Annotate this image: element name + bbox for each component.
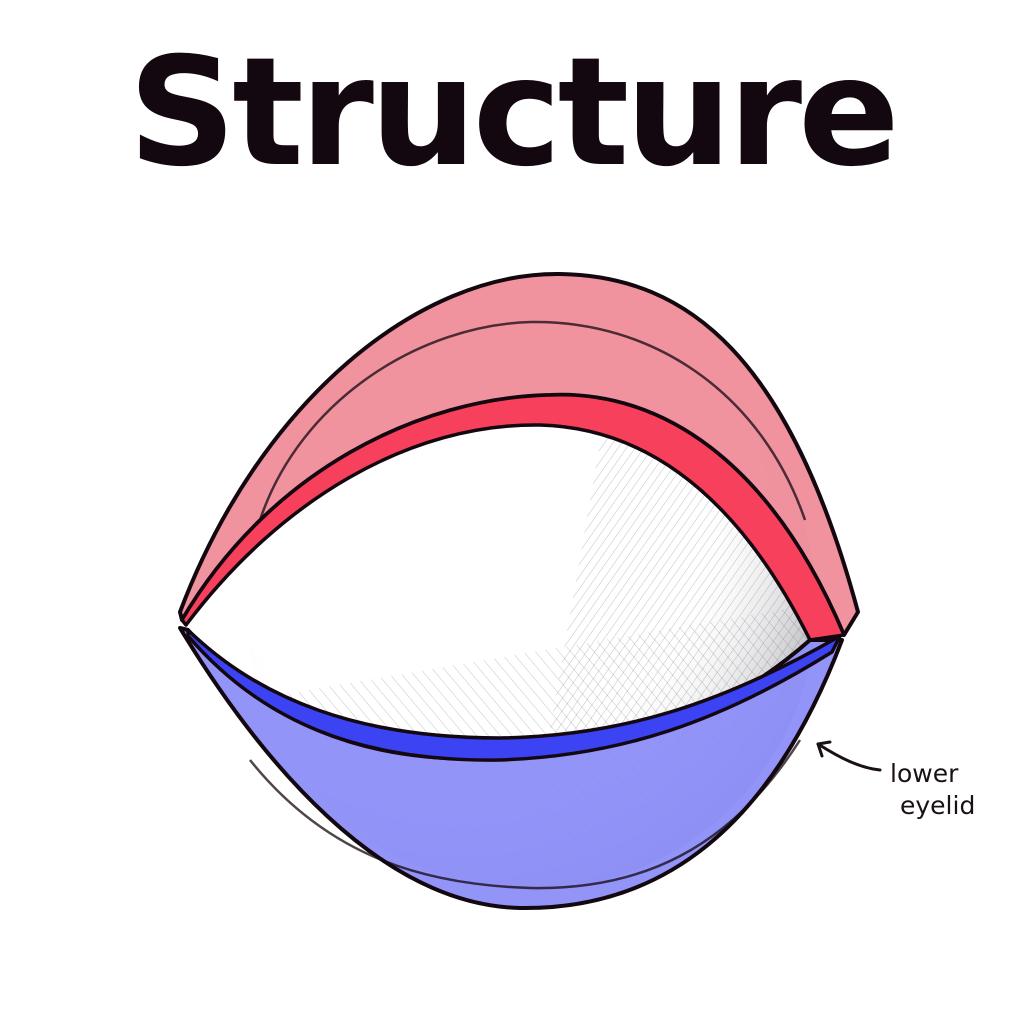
- curved-arrow-icon: [816, 740, 882, 772]
- lower-eyelid-rim: [186, 628, 842, 762]
- annotation-line-2: eyelid: [900, 791, 975, 820]
- upper-eyelid-rim: [180, 393, 846, 642]
- page-title: Structure: [128, 26, 900, 200]
- annotation-line-1: lower: [890, 759, 959, 788]
- lower-eyelid: [178, 626, 844, 911]
- upper-eyelid: [178, 271, 860, 642]
